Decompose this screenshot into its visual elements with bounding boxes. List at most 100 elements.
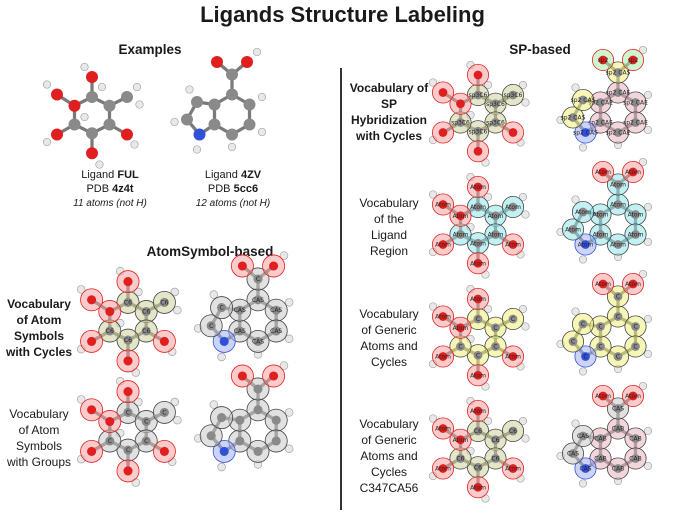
atom bbox=[123, 356, 133, 366]
atom-label: C6 bbox=[474, 428, 482, 435]
hydrogen-atom bbox=[97, 82, 107, 92]
atom bbox=[141, 436, 151, 446]
atom bbox=[613, 404, 623, 413]
hydrogen-atom bbox=[578, 367, 588, 376]
hydrogen-atom bbox=[170, 397, 180, 407]
hydrogen-atom bbox=[521, 322, 530, 331]
atom bbox=[491, 454, 500, 463]
atom-label: Atom bbox=[575, 209, 591, 216]
hydrogen-atom bbox=[638, 157, 648, 167]
atom-label: Atom bbox=[435, 242, 451, 249]
hydrogen-atom bbox=[227, 142, 237, 152]
example-ful-caption: Ligand FUL PDB 4z4t 11 atoms (not H) bbox=[73, 169, 147, 209]
atom bbox=[438, 424, 448, 433]
atom-label: CAS bbox=[270, 328, 282, 335]
atom-label: Atom bbox=[435, 314, 451, 321]
atom bbox=[631, 210, 640, 219]
atom-label: C6 bbox=[491, 437, 499, 444]
atom-label: sp2 CAE bbox=[588, 100, 613, 107]
atom-label: sp2 bbox=[628, 57, 639, 64]
atom-label: Atom bbox=[565, 227, 581, 234]
atom bbox=[631, 118, 640, 127]
hydrogen-atom bbox=[643, 125, 653, 135]
hydrogen-atom bbox=[130, 140, 139, 149]
hydrogen-atom bbox=[285, 444, 294, 453]
atom bbox=[269, 261, 279, 271]
atom bbox=[438, 240, 448, 249]
atom bbox=[578, 207, 588, 217]
atom bbox=[598, 279, 608, 289]
atom bbox=[581, 352, 590, 361]
atom bbox=[253, 295, 263, 305]
atom bbox=[491, 342, 500, 351]
atom bbox=[141, 326, 151, 336]
atom bbox=[208, 98, 221, 111]
hydrogen-atom bbox=[257, 92, 267, 102]
atom-label: C bbox=[571, 339, 575, 346]
atom bbox=[628, 279, 638, 289]
atom bbox=[438, 312, 448, 321]
atom-label: Atom bbox=[470, 240, 486, 247]
atom-label: C bbox=[162, 409, 166, 416]
atom-label: C bbox=[144, 419, 148, 426]
molecule-4zv-atom-groups bbox=[194, 361, 294, 472]
atom-label: CAS bbox=[270, 307, 282, 314]
atom bbox=[456, 342, 465, 351]
atom-label: Atom bbox=[593, 232, 609, 239]
hydrogen-atom bbox=[80, 62, 89, 72]
atom bbox=[86, 91, 98, 103]
atom bbox=[613, 68, 623, 77]
atom-label: Atom bbox=[595, 393, 611, 400]
atom bbox=[508, 90, 518, 100]
hydrogen-atom bbox=[571, 307, 580, 316]
atom bbox=[631, 322, 640, 331]
atom-label: Atom bbox=[453, 325, 469, 332]
atom bbox=[159, 446, 169, 456]
atom-label: Atom bbox=[470, 184, 486, 191]
hydrogen-atom bbox=[521, 434, 530, 443]
atom-label: CAS bbox=[612, 406, 624, 413]
atom-label: C bbox=[219, 305, 223, 312]
atom bbox=[581, 464, 590, 473]
hydrogen-atom bbox=[135, 100, 144, 109]
atom bbox=[456, 454, 465, 463]
molecule-ful-sp-row-2: AtomAtomAtomAtomAtomAtomAtomAtomAtomAtom… bbox=[428, 172, 530, 279]
hydrogen-atom bbox=[134, 287, 143, 297]
atom bbox=[237, 371, 247, 381]
atom bbox=[86, 147, 98, 160]
hydrogen-atom bbox=[95, 160, 104, 169]
atom bbox=[508, 202, 518, 212]
atom bbox=[87, 295, 97, 305]
atom-label: Atom bbox=[488, 213, 504, 220]
hydrogen-atom bbox=[217, 352, 226, 362]
atom bbox=[473, 90, 483, 100]
atom-label: Atom bbox=[435, 202, 451, 209]
atom-label: Atom bbox=[505, 354, 521, 361]
atom-label: CAS bbox=[567, 451, 579, 458]
atom-label: C bbox=[476, 316, 480, 323]
atom bbox=[581, 240, 590, 249]
hydrogen-atom bbox=[643, 90, 653, 100]
atom bbox=[473, 238, 483, 248]
atom bbox=[631, 98, 640, 107]
atom bbox=[613, 180, 623, 189]
atom bbox=[508, 426, 518, 436]
atom bbox=[271, 305, 281, 315]
atom-label: CAB bbox=[612, 466, 624, 473]
pdb-code: 5cc6 bbox=[233, 183, 259, 195]
atom-label: C bbox=[209, 323, 213, 330]
hydrogen-atom bbox=[42, 137, 52, 147]
atom bbox=[596, 98, 605, 107]
atom bbox=[596, 322, 605, 331]
atom bbox=[473, 462, 483, 472]
atom-label: C bbox=[108, 438, 112, 445]
hydrogen-atom bbox=[638, 381, 648, 391]
atom-label: CAB bbox=[612, 426, 624, 433]
atom bbox=[578, 95, 588, 105]
hydrogen-atom bbox=[279, 251, 289, 260]
atom bbox=[269, 371, 279, 381]
atom bbox=[508, 240, 518, 249]
atom bbox=[613, 464, 623, 473]
